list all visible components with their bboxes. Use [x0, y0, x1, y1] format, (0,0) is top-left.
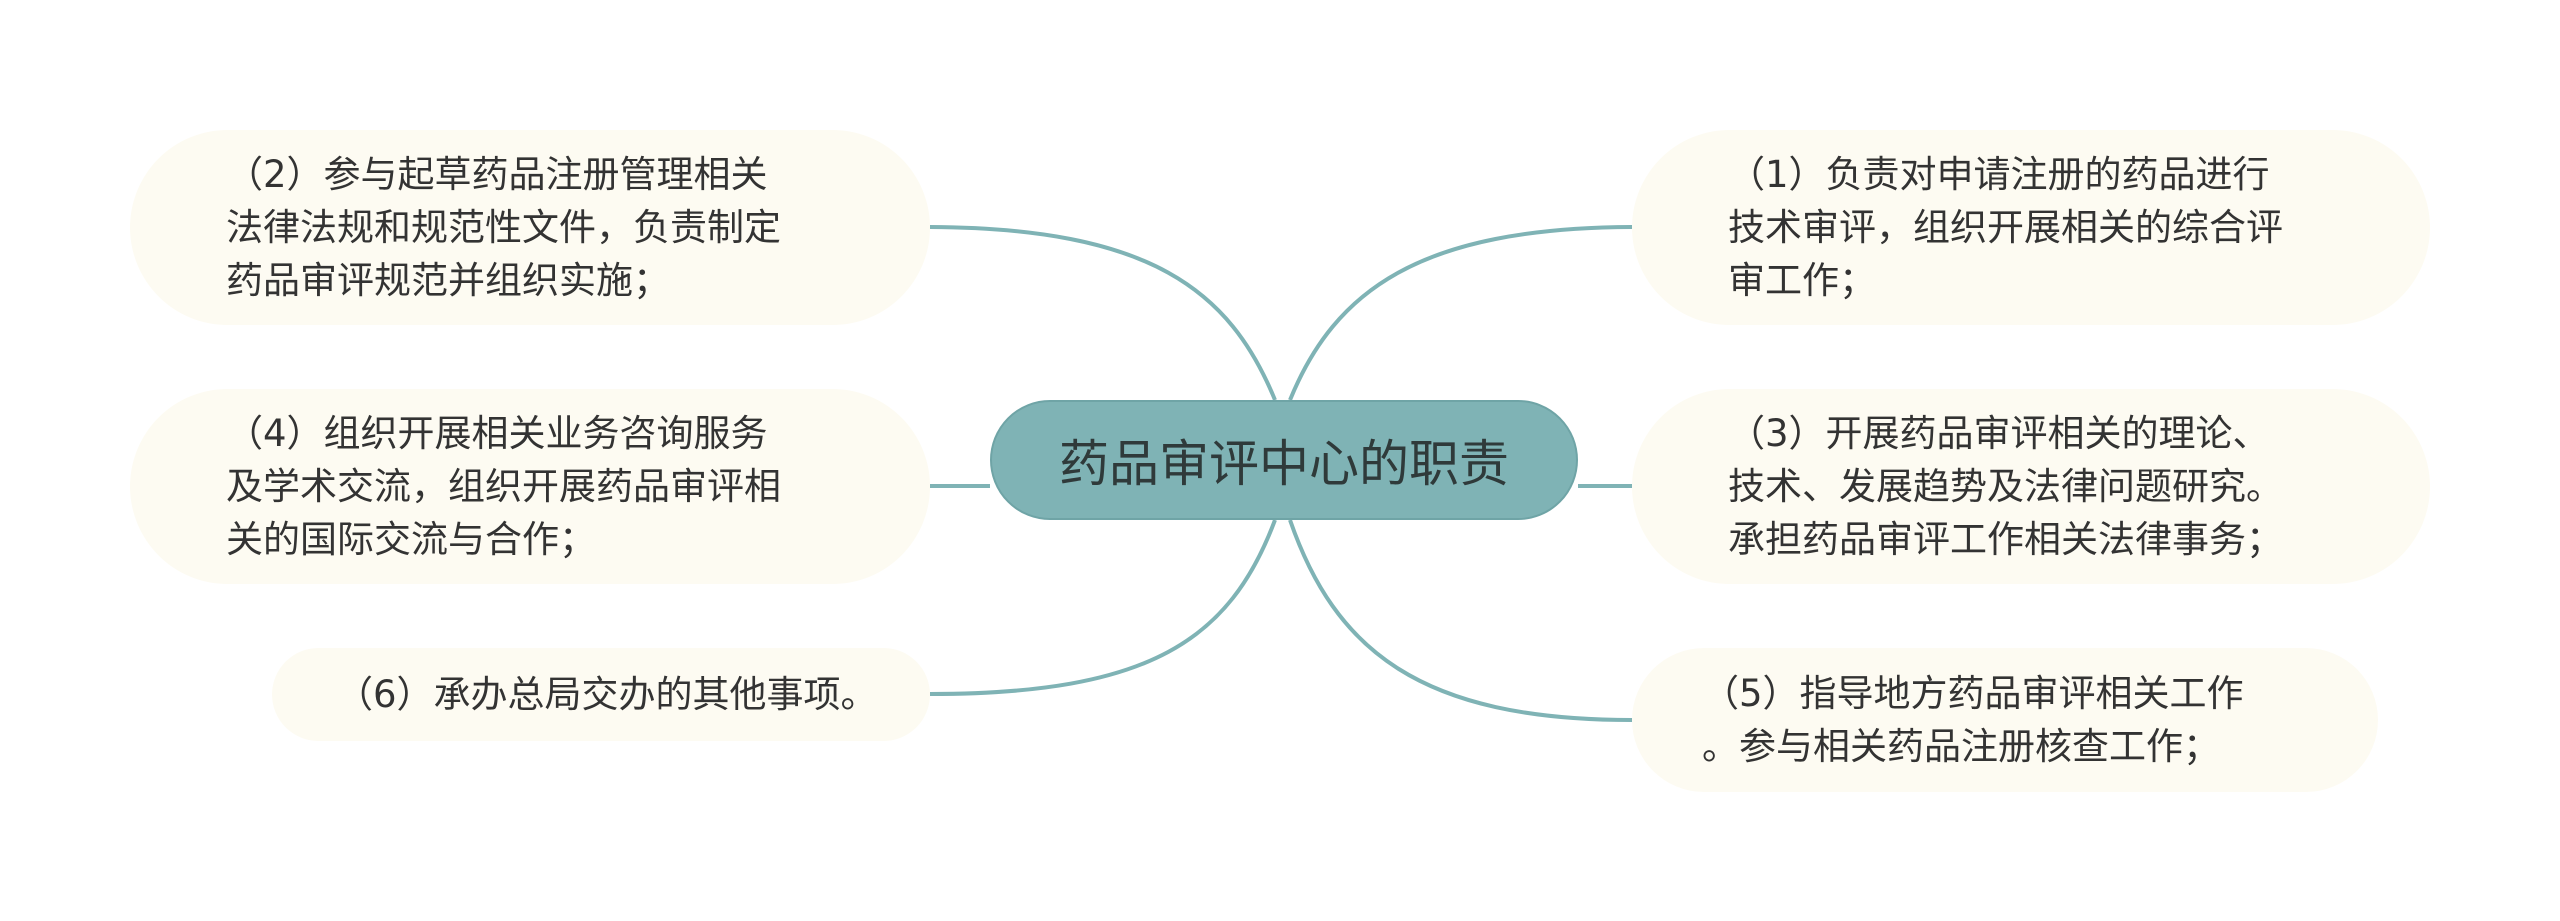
- connector-to-node-2: [929, 225, 1277, 401]
- topic-node-4-text: （4）组织开展相关业务咨询服务 及学术交流，组织开展药品审评相 关的国际交流与合…: [226, 412, 781, 561]
- topic-node-2[interactable]: （2）参与起草药品注册管理相关 法律法规和规范性文件，负责制定 药品审评规范并组…: [130, 130, 930, 325]
- topic-node-3[interactable]: （3）开展药品审评相关的理论、 技术、发展趋势及法律问题研究。 承担药品审评工作…: [1632, 389, 2430, 584]
- topic-node-5[interactable]: （5）指导地方药品审评相关工作 。参与相关药品注册核查工作；: [1632, 648, 2378, 792]
- center-topic[interactable]: 药品审评中心的职责: [990, 400, 1578, 520]
- connector-to-node-6: [929, 519, 1277, 696]
- topic-node-2-text: （2）参与起草药品注册管理相关 法律法规和规范性文件，负责制定 药品审评规范并组…: [226, 153, 781, 302]
- topic-node-1[interactable]: （1）负责对申请注册的药品进行 技术审评，组织开展相关的综合评 审工作；: [1632, 130, 2430, 325]
- center-topic-label: 药品审评中心的职责: [1059, 435, 1509, 493]
- connector-to-node-1: [1288, 225, 1633, 401]
- topic-node-5-text: （5）指导地方药品审评相关工作 。参与相关药品注册核查工作；: [1702, 672, 2244, 768]
- topic-node-6[interactable]: （6）承办总局交办的其他事项。: [272, 648, 930, 741]
- connector-to-node-5: [1288, 519, 1633, 722]
- topic-node-6-text: （6）承办总局交办的其他事项。: [336, 673, 878, 716]
- topic-node-1-text: （1）负责对申请注册的药品进行 技术审评，组织开展相关的综合评 审工作；: [1728, 153, 2283, 302]
- topic-node-3-text: （3）开展药品审评相关的理论、 技术、发展趋势及法律问题研究。 承担药品审评工作…: [1728, 412, 2283, 561]
- topic-node-4[interactable]: （4）组织开展相关业务咨询服务 及学术交流，组织开展药品审评相 关的国际交流与合…: [130, 389, 930, 584]
